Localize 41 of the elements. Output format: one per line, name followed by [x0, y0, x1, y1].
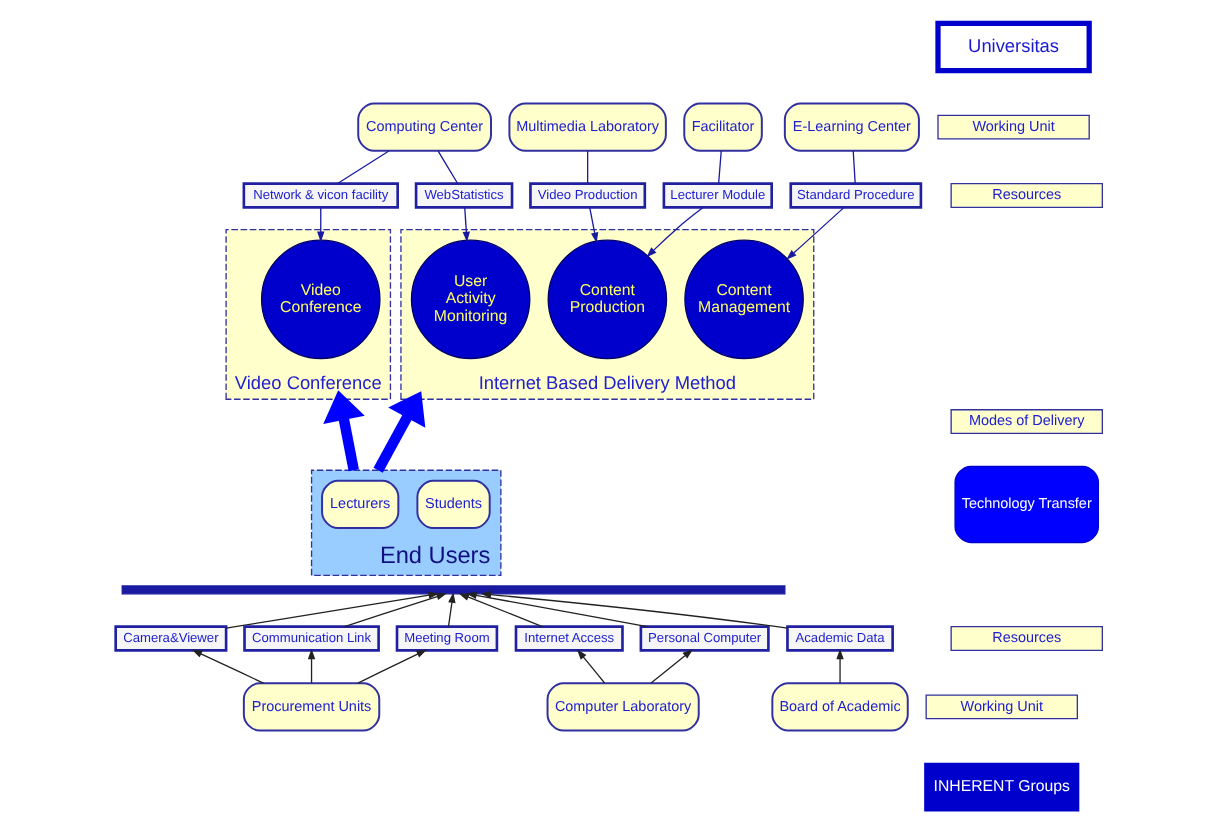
node-box: Computing Center [356, 101, 491, 151]
node-box: Multimedia Laboratory [507, 101, 666, 151]
arrow [461, 205, 469, 242]
arrow [446, 591, 455, 626]
node-box: Computer Laboratory [545, 681, 699, 731]
node-box: Modes of Delivery [949, 408, 1102, 434]
arrow [322, 389, 364, 471]
arrow [306, 647, 315, 683]
arrow [224, 590, 439, 628]
arrow [588, 205, 598, 243]
arrow [645, 205, 704, 257]
arrow [649, 648, 693, 683]
node-box: Universitas [934, 19, 1091, 73]
arrow [356, 648, 426, 683]
node-box: Procurement Units [241, 681, 380, 731]
arrow [342, 592, 446, 627]
node-box: Students [415, 478, 490, 529]
arrow [479, 589, 788, 628]
node-box: Working Unit [936, 113, 1089, 139]
arrow [457, 592, 543, 627]
arrow [785, 205, 844, 259]
arrow [835, 647, 843, 683]
node-box: Facilitator [682, 101, 762, 151]
node-box: Technology Transfer [953, 464, 1099, 543]
connector [436, 149, 458, 184]
node-box: Working Unit [924, 693, 1077, 719]
connector [717, 149, 721, 184]
arrow [372, 390, 425, 472]
node-box: Lecturers [320, 478, 399, 529]
node-box: Board of Academic [770, 681, 908, 731]
node-box: Resources [949, 182, 1102, 207]
node-box: Resources [949, 625, 1102, 650]
connector [335, 149, 389, 184]
arrow [316, 205, 324, 242]
arrow [575, 648, 605, 683]
connector [851, 149, 855, 184]
connector [586, 149, 588, 184]
arrow [190, 648, 263, 683]
node-bar [120, 584, 785, 594]
node-box: E-Learning Center [782, 101, 919, 151]
arrow [465, 590, 647, 627]
